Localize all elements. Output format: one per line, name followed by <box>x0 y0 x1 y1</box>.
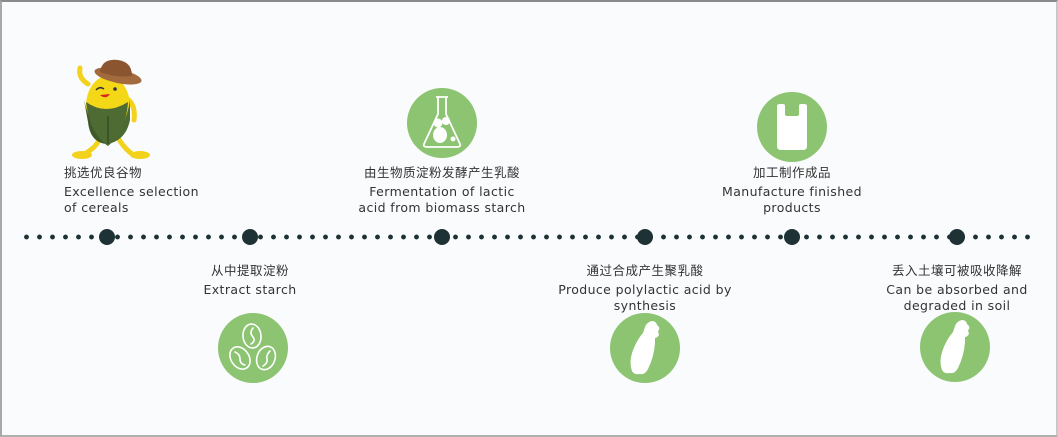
step-5-en-line2: products <box>763 200 821 215</box>
step-6-en-line1: Can be absorbed and <box>886 282 1028 297</box>
step-5-label: 加工制作成品 Manufacture finished products <box>722 164 862 216</box>
soil-pellet-icon <box>920 312 990 382</box>
timeline-node-5 <box>784 229 800 245</box>
step-3-title-en: Fermentation of lactic acid from biomass… <box>358 184 525 216</box>
grains-icon <box>218 313 288 383</box>
step-6-title-zh: 丢入土壤可被吸收降解 <box>891 263 1022 278</box>
step-5-title-en: Manufacture finished products <box>722 184 862 216</box>
step-1-title-zh: 挑选优良谷物 <box>64 165 143 180</box>
step-1-en-line1: Excellence selection <box>64 184 199 199</box>
step-2-title-zh: 从中提取淀粉 <box>210 263 290 278</box>
step-1-title-en: Excellence selection of cereals <box>64 184 199 216</box>
timeline-node-1 <box>99 229 115 245</box>
step-5-title-zh: 加工制作成品 <box>752 165 831 180</box>
step-4-title-en: Produce polylactic acid by synthesis <box>558 282 732 314</box>
step-5-en-line1: Manufacture finished <box>722 184 862 199</box>
step-6-label: 丢入土壤可被吸收降解 Can be absorbed and degraded … <box>886 262 1027 314</box>
step-2-title-en: Extract starch <box>203 282 297 297</box>
step-4-label: 通过合成产生聚乳酸 Produce polylactic acid by syn… <box>558 262 732 314</box>
timeline-node-4 <box>637 229 653 245</box>
step-6-en-line2: degraded in soil <box>903 298 1011 313</box>
corn-mascot-icon <box>60 56 160 164</box>
step-4-en-line1: Produce polylactic acid by <box>558 282 732 297</box>
timeline-dotted-line <box>20 233 1030 241</box>
flask-icon <box>407 88 477 158</box>
pellet-icon <box>610 313 680 383</box>
step-4-title-zh: 通过合成产生聚乳酸 <box>586 263 704 278</box>
step-2-label: 从中提取淀粉 Extract starch <box>203 262 296 298</box>
step-1-label: 挑选优良谷物 Excellence selection of cereals <box>64 164 199 216</box>
step-3-title-zh: 由生物质淀粉发酵产生乳酸 <box>363 165 521 180</box>
step-3-en-line1: Fermentation of lactic <box>369 184 515 199</box>
timeline-node-3 <box>434 229 450 245</box>
step-4-en-line2: synthesis <box>613 298 677 313</box>
step-6-title-en: Can be absorbed and degraded in soil <box>886 282 1027 314</box>
timeline-node-6 <box>949 229 965 245</box>
step-3-label: 由生物质淀粉发酵产生乳酸 Fermentation of lactic acid… <box>358 164 525 216</box>
timeline-node-2 <box>242 229 258 245</box>
step-3-en-line2: acid from biomass starch <box>358 200 526 215</box>
bag-icon <box>757 92 827 162</box>
step-1-en-line2: of cereals <box>64 200 129 215</box>
